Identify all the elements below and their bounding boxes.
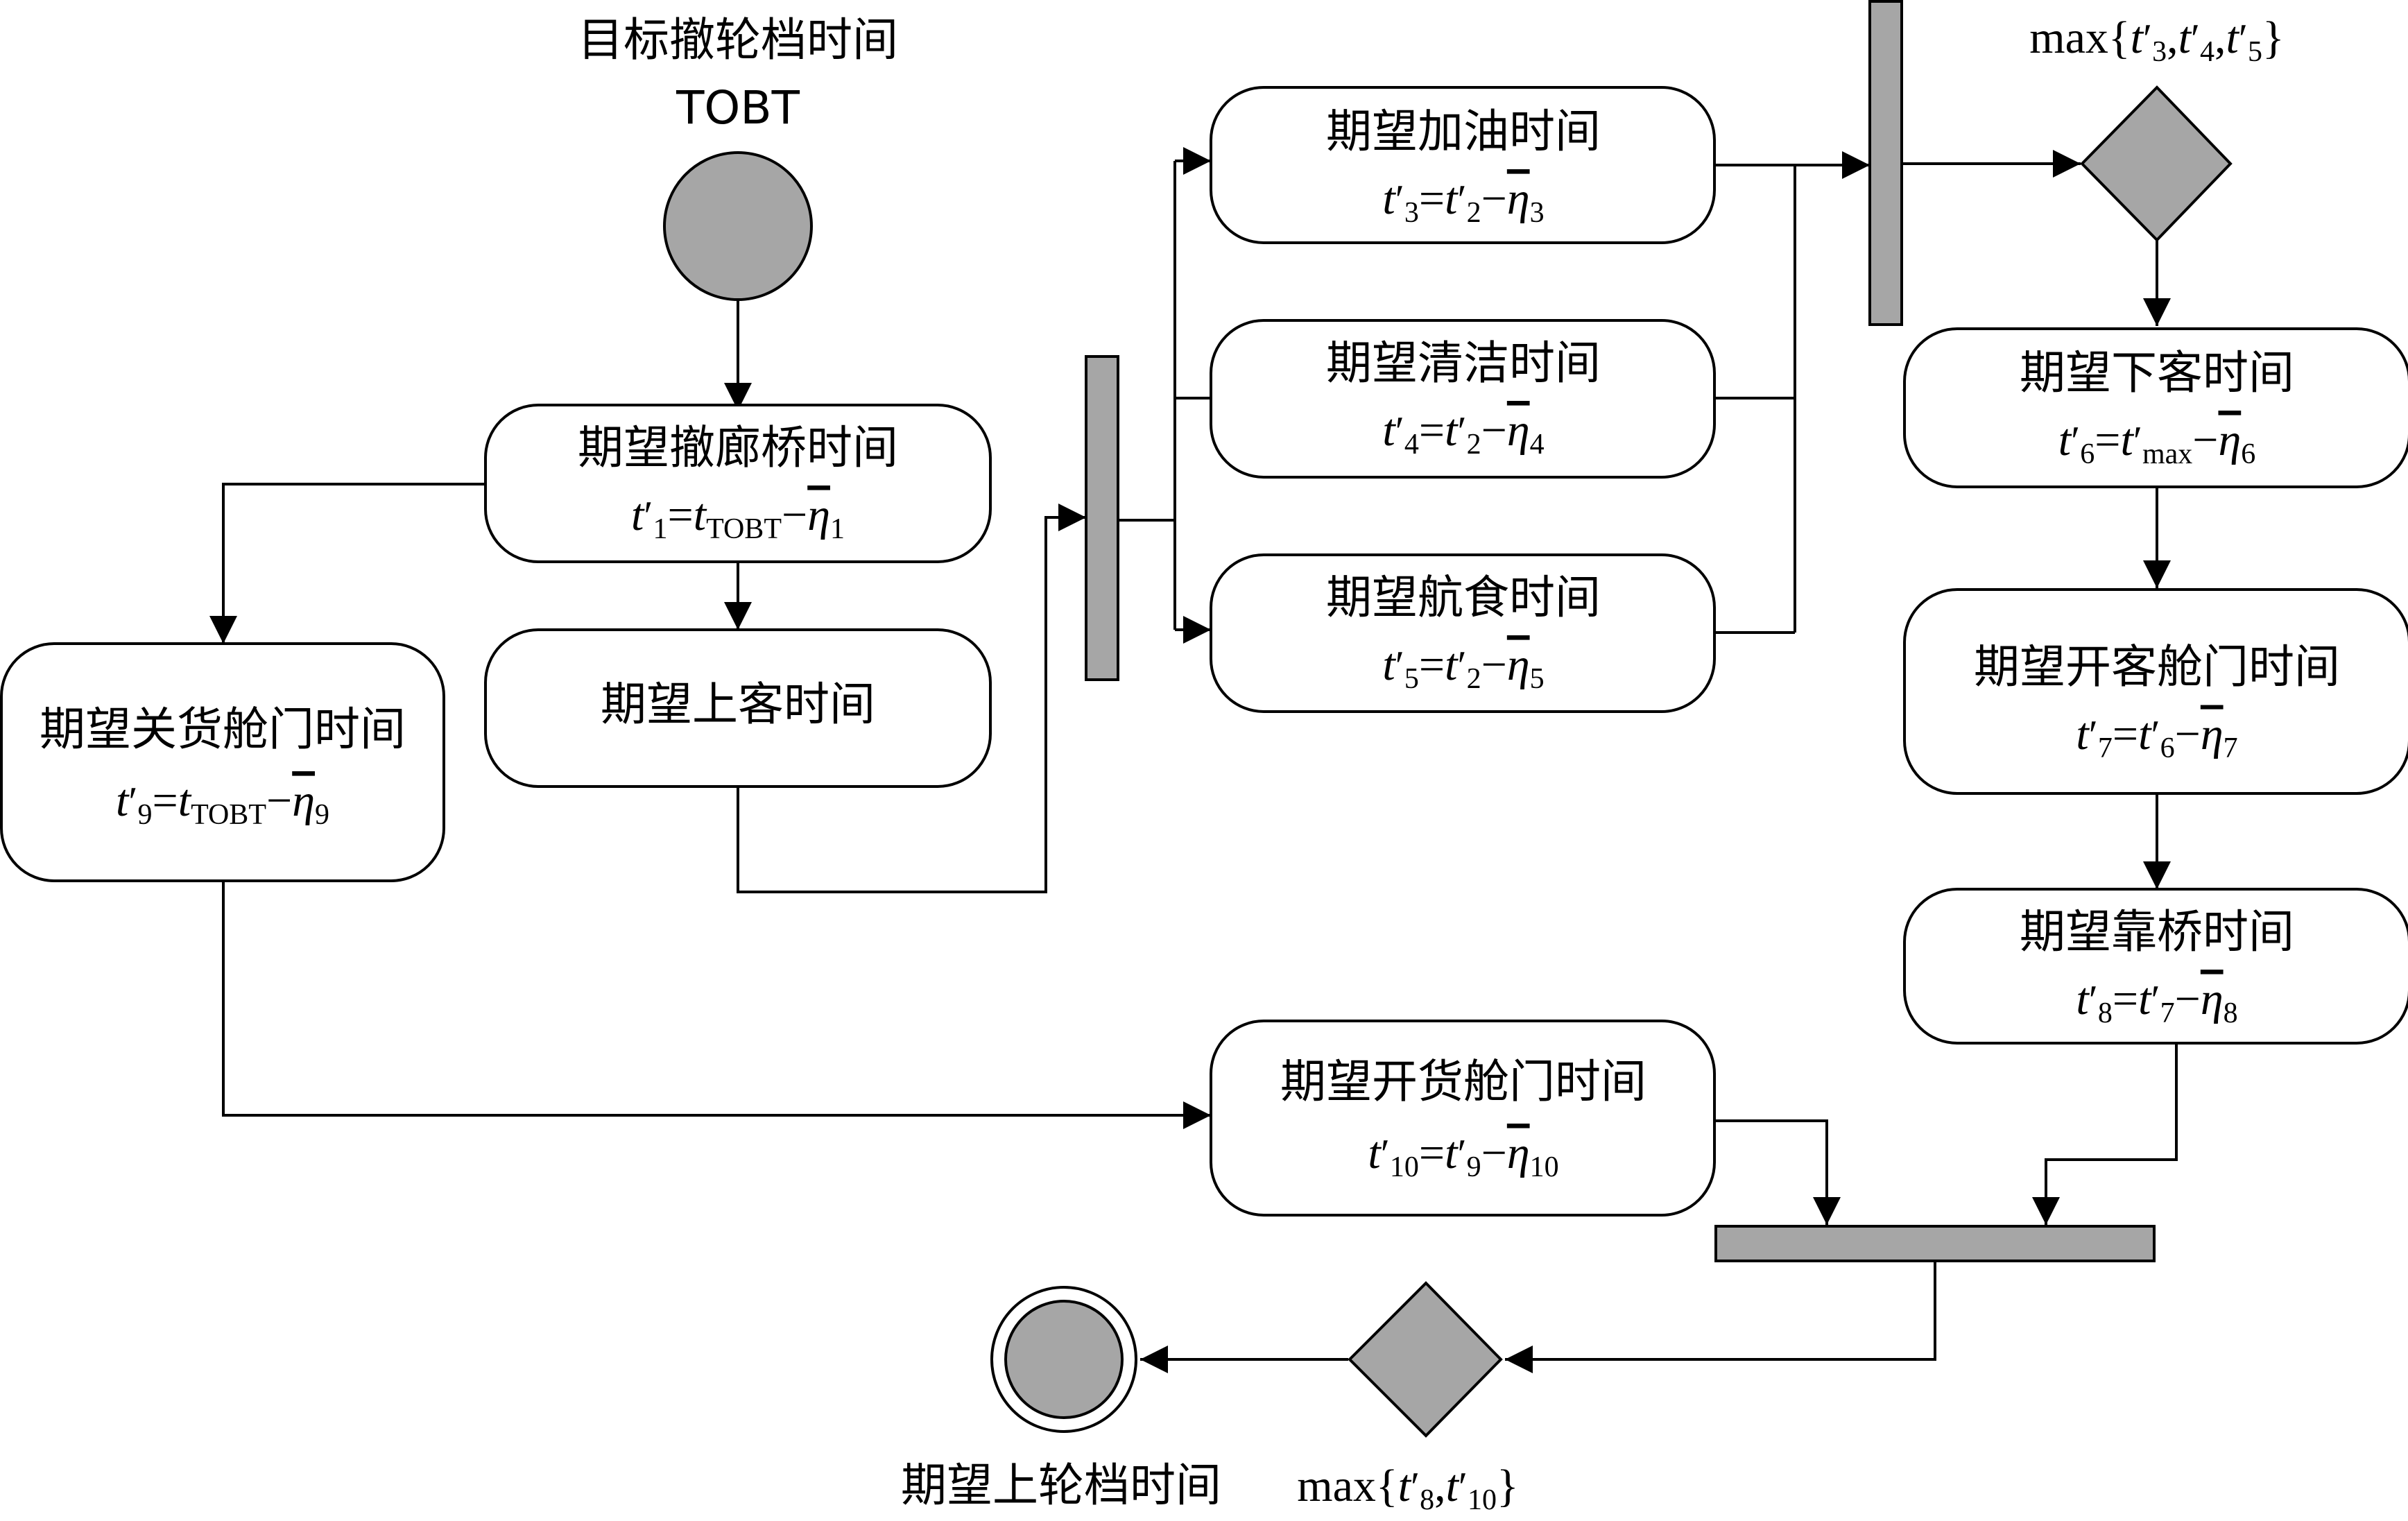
- decision-bottom: [1348, 1281, 1503, 1438]
- node-formula: t′4=t′2−η4: [1382, 405, 1544, 461]
- start-label-cn: 目标撤轮档时间: [578, 13, 898, 67]
- end-max-expression: max{t′8,t′10}: [1297, 1461, 1518, 1516]
- node-open-cabin-door: 期望开客舱门时间 t′7=t′6−η7: [1903, 588, 2408, 795]
- node-box: [484, 404, 992, 563]
- edge-n8-to-bottom-join: [2032, 1043, 2178, 1225]
- node-boarding: 期望上客时间: [484, 628, 992, 788]
- edge-bottom-join-to-decision: [1505, 1261, 1936, 1373]
- node-label: 期望上客时间: [601, 678, 875, 731]
- node-refuel: 期望加油时间 t′3=t′2−η3: [1210, 86, 1716, 244]
- node-label: 期望开客舱门时间: [1974, 640, 2340, 694]
- node-deplaning: 期望下客时间 t′6=t′max−η6: [1903, 327, 2408, 488]
- edge-n10-to-bottom-join: [1714, 1119, 1841, 1225]
- edge-n1-to-n9: [209, 483, 485, 644]
- node-label: 期望撤廊桥时间: [578, 421, 898, 474]
- node-label: 期望加油时间: [1326, 105, 1601, 158]
- node-formula: t′3=t′2−η3: [1382, 173, 1544, 229]
- node-catering: 期望航食时间 t′5=t′2−η5: [1210, 553, 1716, 713]
- node-box: [1210, 86, 1716, 244]
- node-box: [1903, 888, 2408, 1045]
- node-box: [1903, 588, 2408, 795]
- end-label: 期望上轮档时间: [901, 1459, 1221, 1512]
- node-label: 期望靠桥时间: [2020, 905, 2294, 959]
- end-circle-inner: [1004, 1300, 1124, 1419]
- node-box: [1903, 327, 2408, 488]
- node-formula: t′5=t′2−η5: [1382, 639, 1544, 695]
- decision-top: [2080, 85, 2233, 242]
- node-box: [1210, 553, 1716, 713]
- fork-bar: [1085, 355, 1119, 681]
- node-label: 期望开货舱门时间: [1280, 1055, 1646, 1108]
- join-bar-top: [1868, 0, 1903, 326]
- node-formula: t′1=tTOBT−η1: [631, 490, 845, 545]
- node-cleaning: 期望清洁时间 t′4=t′2−η4: [1210, 319, 1716, 479]
- node-formula: t′7=t′6−η7: [2076, 709, 2237, 764]
- node-formula: t′6=t′max−η6: [2058, 415, 2255, 470]
- node-formula: t′8=t′7−η8: [2076, 974, 2237, 1029]
- node-formula: t′10=t′9−η10: [1368, 1128, 1558, 1183]
- edge-n2-to-fork: [737, 504, 1086, 893]
- node-close-cargo-door: 期望关货舱门时间 t′9=tTOBT−η9: [0, 642, 445, 882]
- start-label-en: TOBT: [676, 81, 800, 135]
- node-bridge-dock: 期望靠桥时间 t′8=t′7−η8: [1903, 888, 2408, 1045]
- node-label: 期望航食时间: [1326, 571, 1601, 624]
- start-node: 目标撤轮档时间 TOBT: [578, 13, 898, 301]
- node-box: [484, 628, 992, 788]
- connectors: [209, 147, 2178, 1373]
- edge-n9-to-n10: [222, 881, 1211, 1129]
- node-box: [1210, 1020, 1716, 1217]
- node-remove-bridge: 期望撤廊桥时间 t′1=tTOBT−η1: [484, 404, 992, 563]
- node-label: 期望下客时间: [2020, 346, 2294, 399]
- top-max-expression: max{t′3,t′4,t′5}: [2029, 12, 2284, 68]
- node-box: [0, 642, 445, 882]
- node-box: [1210, 319, 1716, 479]
- end-node: [990, 1286, 1137, 1433]
- node-open-cargo-door: 期望开货舱门时间 t′10=t′9−η10: [1210, 1020, 1716, 1217]
- join-bar-bottom: [1714, 1225, 2156, 1262]
- start-circle: [663, 151, 813, 301]
- node-label: 期望关货舱门时间: [40, 703, 406, 756]
- node-formula: t′9=tTOBT−η9: [116, 775, 329, 831]
- node-label: 期望清洁时间: [1326, 336, 1601, 390]
